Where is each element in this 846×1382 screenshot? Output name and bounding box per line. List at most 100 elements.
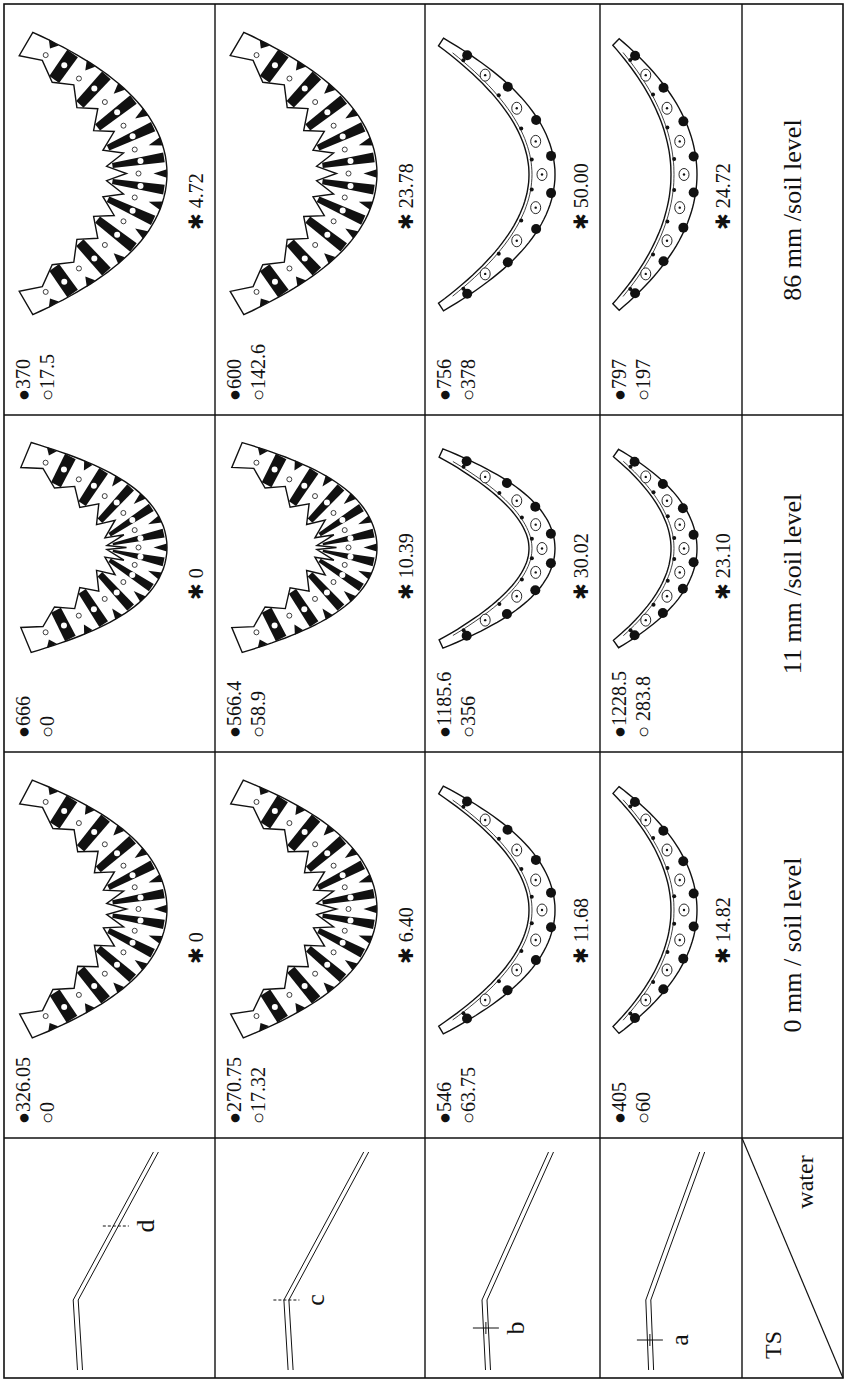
sclerenchyma-patch (295, 1003, 305, 1013)
sclerenchyma-patch (50, 989, 78, 1022)
vascular-bundle (675, 202, 685, 214)
sclerenchyma-patch (629, 465, 633, 469)
sclerenchyma-patch (546, 529, 556, 539)
stipple-dot (666, 500, 668, 502)
sclerenchyma-patch (49, 39, 59, 48)
leaf-cross-section (439, 38, 556, 311)
vascular-bundle (641, 69, 651, 81)
stipple-dot (683, 173, 685, 175)
leaf-sketch (289, 1152, 369, 1370)
vascular-bundle (346, 907, 351, 912)
sclerenchyma-patch (107, 860, 155, 890)
sclerenchyma-patch (324, 982, 335, 993)
sclerenchyma-patch (462, 456, 472, 466)
vascular-bundle (287, 76, 292, 81)
stipple-dot (484, 619, 486, 621)
stipple-dot (683, 909, 685, 911)
sclerenchyma-patch (261, 795, 288, 828)
vascular-bundle (480, 69, 490, 81)
sclerenchyma-patch (678, 584, 688, 594)
vascular-bundle (512, 590, 522, 602)
vascular-bundle (675, 519, 685, 531)
vascular-bundle (302, 983, 308, 989)
value-label: ●600 (223, 359, 246, 401)
sclerenchyma-patch (461, 805, 465, 809)
vascular-bundle (302, 829, 308, 835)
sclerenchyma-patch (364, 169, 377, 178)
sclerenchyma-patch (294, 460, 303, 470)
value-label: ○17.5 (36, 354, 59, 401)
sclerenchyma-patch (112, 889, 165, 905)
sclerenchyma-patch (317, 122, 366, 150)
value-label: ○58.9 (247, 691, 270, 738)
section-mark (103, 1226, 129, 1227)
vascular-bundle (512, 235, 522, 247)
sclerenchyma-patch (308, 484, 345, 523)
sclerenchyma-patch (134, 591, 146, 602)
sclerenchyma-patch (287, 72, 322, 108)
value-label: ✱ 23.10 (712, 534, 735, 601)
axis-label: TS (760, 1331, 788, 1359)
vascular-bundle (301, 483, 307, 489)
sclerenchyma-patch (359, 137, 373, 145)
sclerenchyma-patch (461, 287, 465, 291)
sclerenchyma-patch (344, 493, 356, 504)
sclerenchyma-patch (98, 484, 134, 523)
leaf-cross-section (613, 787, 697, 1034)
vascular-bundle (272, 808, 278, 814)
sclerenchyma-patch (260, 299, 270, 308)
vascular-bundle (342, 562, 347, 567)
vascular-bundle (76, 477, 81, 482)
sclerenchyma-patch (79, 589, 109, 627)
section-letter: a (665, 1334, 695, 1346)
vascular-bundle (512, 102, 522, 114)
sclerenchyma-patch (306, 946, 346, 982)
sclerenchyma-patch (305, 95, 347, 130)
vascular-bundle (641, 614, 651, 626)
value-label: ●1228.5 (608, 671, 631, 738)
value-label: ●1185.6 (433, 672, 456, 738)
sclerenchyma-patch (628, 805, 632, 809)
sclerenchyma-patch (260, 39, 270, 48)
leaf-cross-section (21, 443, 167, 653)
sclerenchyma-patch (258, 447, 268, 456)
sclerenchyma-patch (324, 825, 335, 836)
vascular-bundle (340, 940, 346, 946)
sclerenchyma-patch (95, 217, 137, 252)
vascular-bundle (348, 158, 354, 164)
value-label: ✱ 6.40 (395, 908, 418, 965)
sclerenchyma-patch (503, 985, 513, 995)
sclerenchyma-patch (289, 589, 319, 627)
sclerenchyma-patch (546, 188, 556, 198)
vascular-bundle (324, 109, 330, 115)
sclerenchyma-patch (112, 179, 165, 195)
vascular-bundle (641, 994, 651, 1006)
vascular-bundle (480, 814, 490, 826)
vascular-bundle (537, 543, 547, 555)
vascular-bundle (43, 460, 48, 465)
sclerenchyma-patch (364, 544, 377, 552)
sclerenchyma-patch (113, 825, 124, 836)
vascular-bundle (43, 53, 48, 58)
sclerenchyma-patch (113, 982, 124, 993)
sclerenchyma-patch (689, 187, 699, 197)
vascular-bundle (512, 844, 522, 856)
vascular-bundle (76, 821, 81, 826)
sclerenchyma-patch (50, 795, 78, 828)
stipple-dot (516, 595, 518, 597)
vascular-bundle (129, 517, 135, 523)
vascular-bundle (43, 289, 48, 294)
sclerenchyma-patch (96, 946, 136, 982)
sclerenchyma-patch (154, 544, 167, 552)
vascular-bundle (531, 874, 541, 886)
value-label: ●270.75 (223, 1057, 246, 1124)
vascular-bundle (102, 494, 107, 499)
sclerenchyma-patch (666, 579, 670, 583)
vascular-bundle (130, 208, 136, 214)
column-header: 11 mm /soil level (778, 493, 808, 673)
stipple-dot (645, 999, 647, 1001)
sclerenchyma-patch (149, 874, 163, 882)
sclerenchyma-patch (259, 786, 269, 795)
stipple-dot (666, 969, 668, 971)
sclerenchyma-patch (520, 515, 524, 519)
